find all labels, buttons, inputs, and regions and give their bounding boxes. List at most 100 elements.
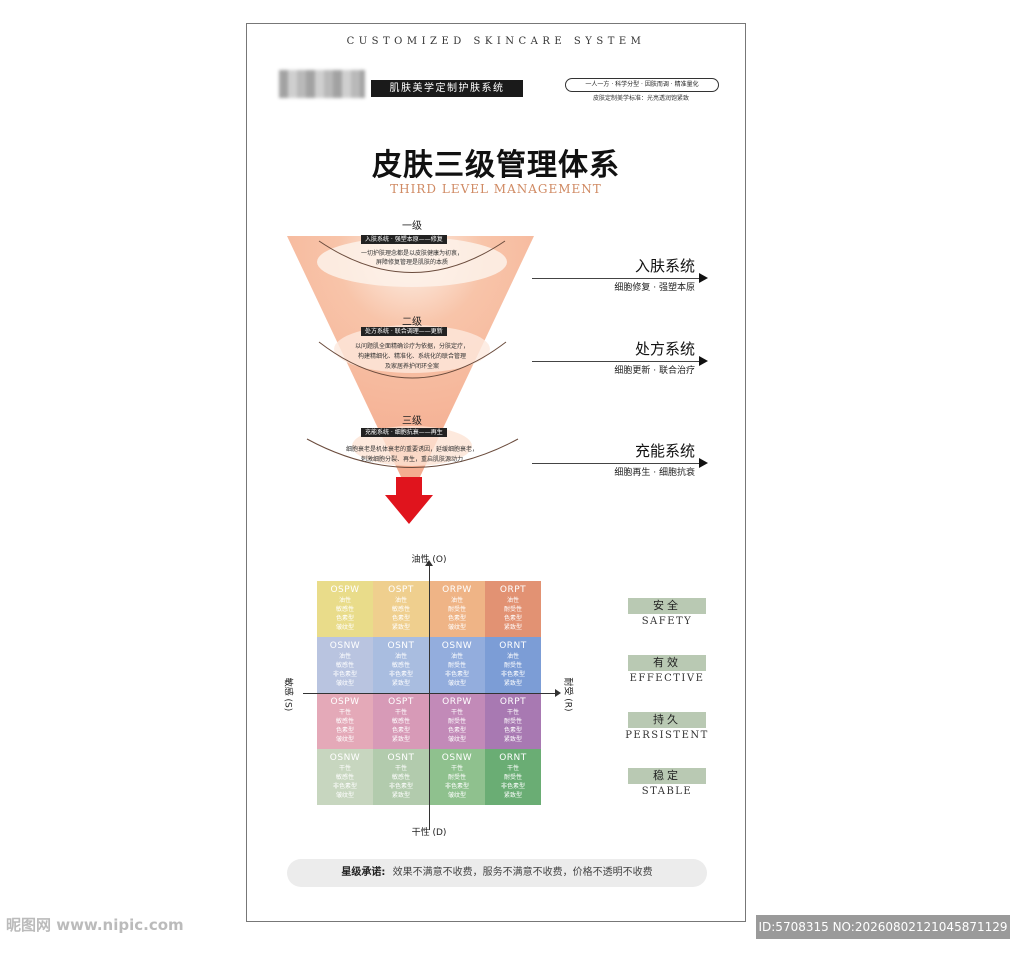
skin-type-trait: 耐受性 — [447, 718, 466, 725]
level-1-desc-1: 一切护肤理念都是以皮肤健康为初衷， — [360, 250, 463, 257]
skin-type-code: ORPW — [442, 585, 472, 595]
vertical-axis-arrow — [425, 560, 433, 566]
skin-type-trait: 色素型 — [391, 727, 410, 734]
skin-type-trait: 干性 — [506, 709, 519, 716]
watermark-site: 昵图网 www.nipic.com — [6, 916, 184, 934]
level-3-desc-2: 刺激细胞分裂、再生，重启肌肤源动力 — [360, 456, 463, 463]
skin-type-trait: 非色素型 — [332, 783, 357, 790]
skin-type-trait: 敏感性 — [391, 662, 410, 669]
system-3-title: 充能系统 — [634, 442, 695, 460]
skin-type-trait: 色素型 — [391, 615, 410, 622]
page-title: 皮肤三级管理体系 — [372, 148, 620, 183]
skin-type-trait: 皱纹型 — [335, 680, 354, 687]
skin-type-trait: 油性 — [450, 597, 463, 604]
skin-type-code: OSPW — [330, 585, 360, 595]
skin-type-trait: 色素型 — [447, 615, 466, 622]
skin-type-code: ORPT — [499, 585, 527, 595]
level-1-tag: 入肤系统 · 强塑本原——修复 — [361, 235, 447, 244]
funnel-arc-1 — [318, 240, 506, 273]
skin-type-trait: 紧致型 — [503, 792, 522, 799]
skin-type-trait: 色素型 — [447, 727, 466, 734]
axis-right-label: 耐受 (R) — [562, 677, 573, 712]
level-2-label: 二级 — [402, 317, 422, 328]
skin-type-trait: 敏感性 — [391, 774, 410, 781]
skin-type-trait: 耐受性 — [447, 606, 466, 613]
skin-type-trait: 干性 — [394, 765, 407, 772]
skin-type-trait: 紧致型 — [391, 736, 410, 743]
skin-type-code: OSNT — [387, 753, 415, 763]
level-2-desc-2: 构建精细化、精准化、系统化的联合管理 — [357, 353, 466, 360]
skin-type-trait: 干性 — [450, 709, 463, 716]
skin-type-trait: 非色素型 — [332, 671, 357, 678]
skin-type-trait: 紧致型 — [503, 736, 522, 743]
skin-type-code: OSNW — [329, 641, 361, 651]
skin-type-cell: OSNT 干性敏感性非色素型紧致型 — [373, 749, 429, 805]
system-2-arrow-line — [532, 361, 704, 362]
skin-type-trait: 敏感性 — [335, 606, 354, 613]
skin-type-code: ORPT — [499, 697, 527, 707]
skin-type-code: ORNT — [499, 753, 527, 763]
system-3-arrow-head — [699, 458, 708, 468]
system-2-arrow-head — [699, 356, 708, 366]
skin-type-trait: 非色素型 — [444, 783, 469, 790]
skin-type-code: OSNW — [329, 753, 361, 763]
skin-type-cell: ORPT 干性耐受性色素型紧致型 — [485, 693, 541, 749]
skin-type-trait: 耐受性 — [503, 718, 522, 725]
skin-type-trait: 皱纹型 — [335, 792, 354, 799]
badge-line2: 皮肤定制美学标准：光亮透润饱紧致 — [592, 95, 689, 102]
skin-type-trait: 皱纹型 — [335, 624, 354, 631]
skin-type-trait: 紧致型 — [391, 792, 410, 799]
skin-type-trait: 色素型 — [335, 615, 354, 622]
level-3-desc-1: 细胞衰老是机体衰老的重要诱因，延缓细胞衰老， — [345, 446, 478, 453]
skin-type-trait: 皱纹型 — [447, 736, 466, 743]
skin-type-trait: 色素型 — [503, 615, 522, 622]
skin-type-code: OSNW — [441, 641, 473, 651]
skin-type-code: OSPW — [330, 697, 360, 707]
skin-type-trait: 油性 — [394, 653, 407, 660]
skin-type-trait: 干性 — [338, 765, 351, 772]
system-2-title: 处方系统 — [634, 340, 695, 358]
skin-type-trait: 敏感性 — [391, 606, 410, 613]
skin-type-trait: 干性 — [338, 709, 351, 716]
badge-line1: 一人一方 · 科学分型 · 因肤而调 · 精准量化 — [585, 81, 699, 88]
skin-type-trait: 耐受性 — [503, 606, 522, 613]
horizontal-axis — [303, 693, 556, 694]
skin-type-trait: 耐受性 — [447, 774, 466, 781]
skin-type-trait: 油性 — [450, 653, 463, 660]
skin-type-code: OSNT — [387, 641, 415, 651]
value-1-en: SAFETY — [641, 616, 693, 627]
skin-type-trait: 耐受性 — [447, 662, 466, 669]
skin-type-trait: 非色素型 — [388, 783, 413, 790]
page-subtitle: THIRD LEVEL MANAGEMENT — [390, 182, 602, 196]
watermark-id: ID:5708315 NO:20260802121045871129 — [756, 915, 1010, 939]
skin-type-cell: ORPW 干性耐受性色素型皱纹型 — [429, 693, 485, 749]
skin-type-code: ORNT — [499, 641, 527, 651]
header-tagline: CUSTOMIZED SKINCARE SYSTEM — [346, 36, 646, 47]
level-1-label: 一级 — [402, 221, 422, 232]
skin-type-trait: 色素型 — [503, 727, 522, 734]
skin-type-code: ORPW — [442, 697, 472, 707]
promise-text: 效果不满意不收费，服务不满意不收费，价格不透明不收费 — [392, 867, 653, 878]
poster: CUSTOMIZED SKINCARE SYSTEM 肌肤美学定制护肤系统 一人… — [246, 23, 746, 922]
system-2-sub: 细胞更新 · 联合治疗 — [614, 366, 695, 376]
skin-type-code: OSPT — [388, 697, 414, 707]
level-2-desc-3: 及家居养护闭环全案 — [384, 363, 439, 370]
skin-type-trait: 非色素型 — [500, 671, 525, 678]
horizontal-axis-arrow — [555, 689, 561, 697]
level-2-tag: 处方系统 · 联合调理——更新 — [361, 327, 447, 336]
system-1-arrow-line — [532, 278, 704, 279]
skin-type-trait: 非色素型 — [444, 671, 469, 678]
system-1-sub: 细胞修复 · 强塑本原 — [614, 283, 695, 293]
header-badge: 一人一方 · 科学分型 · 因肤而调 · 精准量化 — [565, 78, 719, 92]
skin-type-trait: 油性 — [394, 597, 407, 604]
axis-top-label: 油性 (O) — [411, 555, 447, 565]
level-3-tag: 充能系统 · 细胞抗衰——再生 — [361, 428, 447, 437]
